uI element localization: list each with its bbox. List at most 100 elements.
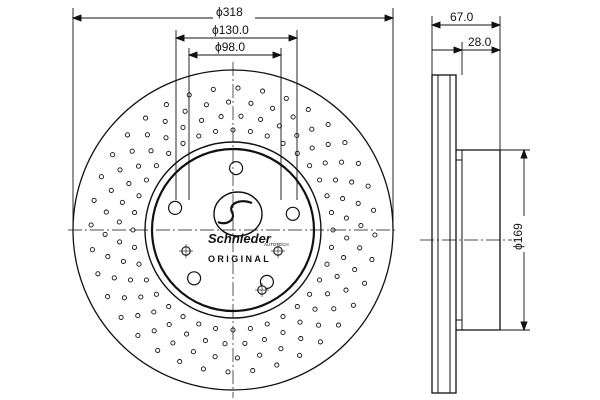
drill-hole bbox=[257, 352, 263, 358]
section-dimension-labels: 67.0 28.0 ϕ169 bbox=[450, 10, 525, 252]
drill-hole bbox=[343, 287, 349, 293]
drill-hole bbox=[309, 145, 315, 151]
drill-hole bbox=[341, 255, 347, 261]
drill-hole bbox=[362, 280, 368, 286]
logo-sub: AUTOTECH bbox=[264, 242, 289, 247]
drill-hole bbox=[324, 193, 330, 199]
drill-hole bbox=[328, 244, 335, 250]
drill-hole bbox=[180, 140, 186, 146]
drill-hole bbox=[261, 337, 267, 343]
drill-hole bbox=[355, 200, 361, 206]
front-dimension-labels: ϕ318 ϕ130.0 ϕ98.0 bbox=[210, 5, 266, 54]
drill-hole bbox=[124, 132, 131, 138]
drill-hole bbox=[298, 336, 304, 342]
drill-hole bbox=[325, 121, 331, 128]
drill-hole bbox=[317, 277, 323, 283]
drill-hole bbox=[91, 197, 97, 203]
drill-hole bbox=[213, 325, 219, 332]
drill-hole bbox=[131, 244, 138, 250]
drill-hole bbox=[355, 160, 361, 166]
drill-hole bbox=[200, 366, 206, 372]
drill-hole bbox=[126, 181, 132, 187]
drill-hole bbox=[98, 174, 104, 180]
center-lines bbox=[68, 62, 520, 398]
drill-hole bbox=[88, 222, 94, 228]
drill-hole bbox=[358, 223, 364, 229]
drill-hole bbox=[121, 295, 127, 301]
drill-hole bbox=[102, 231, 108, 237]
disc-front-view bbox=[72, 69, 394, 391]
drill-hole bbox=[212, 354, 218, 360]
drill-hole bbox=[166, 150, 172, 156]
logo-swoosh-icon bbox=[217, 200, 253, 225]
disc-section-view bbox=[431, 74, 501, 394]
drill-hole bbox=[117, 167, 123, 173]
drill-hole bbox=[203, 102, 209, 108]
dim-bolt-circle: ϕ130.0 bbox=[212, 23, 249, 37]
drill-hole bbox=[350, 302, 356, 308]
drill-hole bbox=[278, 346, 284, 352]
drill-hole bbox=[276, 123, 282, 129]
drill-hole bbox=[290, 114, 296, 120]
drill-hole bbox=[312, 306, 318, 312]
drill-hole bbox=[136, 261, 142, 267]
drill-hole bbox=[307, 291, 313, 297]
drill-hole bbox=[369, 257, 375, 263]
drill-hole bbox=[180, 314, 186, 320]
drill-hole bbox=[365, 183, 371, 189]
drill-hole bbox=[335, 322, 342, 328]
drill-hole bbox=[339, 159, 345, 165]
drill-hole bbox=[274, 362, 280, 368]
drill-hole bbox=[117, 239, 123, 245]
front-dimensions bbox=[71, 8, 395, 230]
drill-hole bbox=[151, 309, 157, 315]
drill-hole bbox=[120, 258, 126, 264]
drill-hole bbox=[334, 273, 340, 279]
drill-hole bbox=[131, 210, 138, 216]
bolt-hole bbox=[285, 206, 300, 221]
drill-hole bbox=[280, 140, 286, 146]
drill-hole bbox=[309, 126, 315, 132]
dim-hat-diameter: ϕ169 bbox=[511, 223, 525, 250]
drill-hole bbox=[105, 254, 111, 260]
drill-hole bbox=[127, 277, 134, 283]
drill-hole bbox=[148, 148, 154, 154]
drill-hole bbox=[305, 107, 311, 113]
drill-hole bbox=[103, 209, 109, 215]
drill-hole bbox=[182, 108, 188, 114]
bolt-hole bbox=[168, 200, 183, 215]
drill-hole bbox=[151, 328, 157, 334]
drill-hole bbox=[283, 95, 289, 101]
drill-hole bbox=[153, 291, 159, 297]
drill-hole bbox=[177, 359, 183, 365]
drill-hole bbox=[222, 341, 228, 347]
drill-hole bbox=[324, 291, 331, 297]
drill-hole bbox=[264, 133, 270, 139]
drill-hole bbox=[218, 114, 224, 120]
drill-hole bbox=[202, 338, 208, 344]
drill-hole bbox=[119, 199, 125, 205]
drill-hole bbox=[280, 329, 286, 336]
locating-holes bbox=[179, 244, 285, 297]
drill-hole bbox=[340, 196, 346, 202]
drill-hole bbox=[247, 325, 253, 332]
drill-hole bbox=[108, 187, 114, 193]
drill-hole bbox=[105, 294, 111, 300]
drill-hole bbox=[331, 306, 337, 312]
drill-hole bbox=[155, 347, 161, 353]
drill-hole bbox=[322, 160, 328, 166]
drill-hole bbox=[170, 340, 176, 346]
drill-hole bbox=[138, 294, 144, 300]
drill-hole bbox=[372, 232, 378, 238]
drill-hole bbox=[317, 177, 323, 183]
drill-hole bbox=[190, 349, 196, 355]
drill-hole bbox=[116, 219, 122, 225]
drill-hole bbox=[357, 245, 363, 251]
drill-hole bbox=[163, 102, 169, 108]
drill-hole bbox=[332, 177, 339, 183]
drill-hole bbox=[242, 340, 248, 346]
drill-hole bbox=[89, 247, 95, 253]
bolt-hole bbox=[259, 274, 274, 289]
drill-hole bbox=[317, 339, 323, 345]
drill-hole bbox=[111, 275, 117, 281]
